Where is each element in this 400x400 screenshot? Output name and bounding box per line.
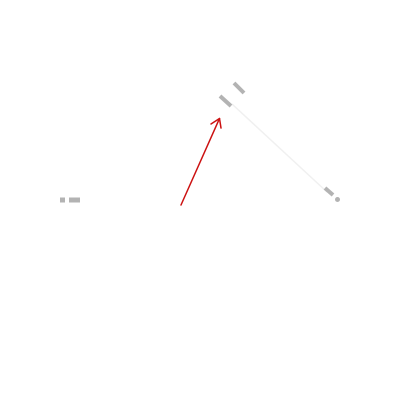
red-arrow-head: [210, 117, 222, 129]
upper-marker: [218, 81, 246, 108]
left-marker: [60, 197, 80, 203]
upper-marker-tick-inner: [218, 94, 233, 108]
right-marker: [323, 186, 340, 202]
right-marker-tick: [323, 186, 335, 197]
red-arrow-shaft: [180, 117, 221, 206]
left-marker-dot: [60, 197, 65, 203]
upper-marker-tick-outer: [232, 81, 246, 95]
left-marker-dash: [69, 197, 80, 203]
faint-connector-line: [231, 103, 328, 193]
red-arrow: [180, 117, 222, 206]
right-marker-dot: [335, 197, 340, 202]
